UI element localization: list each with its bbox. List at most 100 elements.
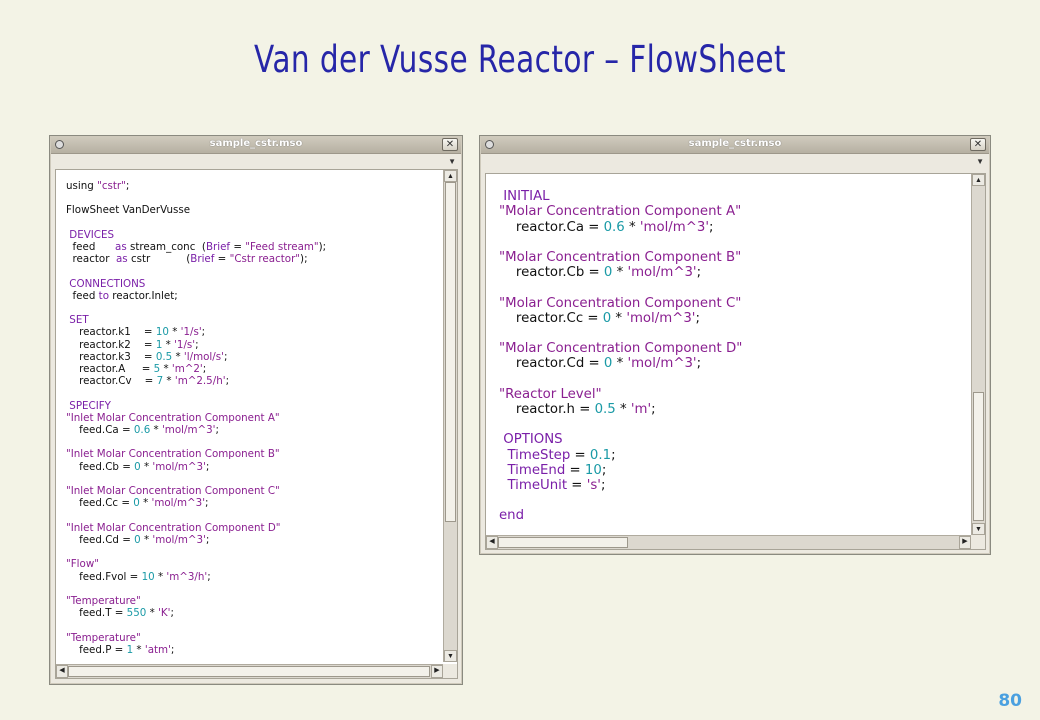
vertical-scrollbar[interactable]: ▲ ▼: [443, 170, 457, 662]
code-token: SPECIFY: [69, 399, 111, 412]
horizontal-scrollbar[interactable]: ◀ ▶: [486, 535, 971, 549]
code-token: 0.6: [133, 424, 151, 437]
arrow-down-icon[interactable]: ▼: [444, 650, 457, 662]
arrow-up-icon[interactable]: ▲: [972, 174, 985, 186]
code-token: *: [624, 219, 640, 235]
vertical-scrollbar[interactable]: ▲ ▼: [971, 174, 985, 535]
code-line: feed.Fvol = 10 * 'm^3/h';: [66, 571, 326, 583]
window-menu-icon[interactable]: [485, 140, 494, 149]
code-token: 'm^2': [171, 363, 203, 376]
code-line: "Inlet Molar Concentration Component C": [66, 485, 326, 497]
code-token: TimeUnit: [507, 478, 568, 494]
scrollbar-thumb[interactable]: [498, 537, 628, 548]
code-line: reactor.k3 = 0.5 * 'l/mol/s';: [66, 351, 326, 363]
code-token: feed.T =: [66, 607, 127, 620]
code-token: reactor.k3 =: [66, 350, 156, 363]
arrow-down-icon[interactable]: ▼: [972, 523, 985, 535]
code-token: using: [66, 180, 98, 192]
editor-window-right: sample_cstr.mso ✕ ▼ INITIAL"Molar Concen…: [479, 135, 991, 555]
code-token: reactor.Inlet;: [109, 289, 178, 302]
code-line: OPTIONS: [499, 432, 742, 447]
close-icon[interactable]: ✕: [442, 138, 458, 151]
code-line: "Inlet Molar Concentration Component B": [66, 448, 326, 460]
code-token: ;: [708, 219, 714, 235]
code-line: [499, 493, 742, 508]
code-token: 's': [586, 478, 601, 494]
code-token: ;: [223, 350, 228, 363]
code-line: [66, 436, 326, 448]
code-token: );: [300, 253, 308, 266]
code-token: reactor.Cb =: [499, 265, 604, 281]
scrollbar-thumb[interactable]: [445, 182, 456, 522]
code-line: [499, 372, 742, 387]
code-token: as: [115, 241, 127, 254]
window-titlebar[interactable]: sample_cstr.mso ✕: [51, 137, 461, 154]
code-line: [66, 192, 326, 204]
code-token: 'mol/m^3': [152, 533, 206, 546]
code-text[interactable]: INITIAL"Molar Concentration Component A"…: [499, 174, 742, 524]
code-line: CONNECTIONS: [66, 278, 326, 290]
code-line: "Inlet Molar Concentration Component A": [66, 412, 326, 424]
window-menu-icon[interactable]: [55, 140, 64, 149]
code-token: 0.6: [603, 219, 625, 235]
slide-title: Van der Vusse Reactor – FlowSheet: [253, 38, 787, 81]
code-token: "Temperature": [66, 631, 141, 644]
code-editor[interactable]: using "cstr"; FlowSheet VanDerVusse DEVI…: [55, 169, 458, 679]
code-line: "Temperature": [66, 632, 326, 644]
arrow-right-icon[interactable]: ▶: [431, 665, 443, 678]
code-token: 1: [155, 338, 163, 351]
scrollbar-thumb[interactable]: [68, 666, 430, 677]
code-token: "Inlet Molar Concentration Component B": [66, 448, 280, 461]
code-token: TimeStep: [507, 447, 571, 463]
code-token: reactor.Cv =: [66, 375, 157, 388]
code-token: reactor: [66, 253, 116, 266]
code-editor[interactable]: INITIAL"Molar Concentration Component A"…: [485, 173, 986, 550]
code-token: "Cstr reactor": [229, 253, 301, 266]
code-line: DEVICES: [66, 229, 326, 241]
code-token: );: [318, 241, 327, 254]
code-token: =: [214, 253, 230, 266]
code-token: DEVICES: [69, 228, 115, 241]
code-token: ;: [170, 643, 175, 656]
code-token: 'mol/m^3': [627, 356, 697, 372]
code-token: stream_conc (: [126, 241, 206, 254]
code-line: reactor.Ca = 0.6 * 'mol/m^3';: [499, 220, 742, 235]
chevron-down-icon[interactable]: ▼: [448, 157, 456, 166]
code-token: ;: [225, 375, 230, 388]
code-token: 'K': [158, 607, 171, 620]
code-token: *: [140, 533, 153, 546]
code-token: 0: [134, 533, 141, 546]
arrow-right-icon[interactable]: ▶: [959, 536, 971, 549]
code-token: 'mol/m^3': [639, 219, 709, 235]
code-line: "Molar Concentration Component C": [499, 296, 742, 311]
close-icon[interactable]: ✕: [970, 138, 986, 151]
code-token: to: [98, 289, 109, 302]
page-number: 80: [998, 691, 1022, 711]
code-token: "cstr": [97, 180, 126, 192]
window-title: sample_cstr.mso: [688, 138, 782, 149]
code-line: "Inlet Molar Concentration Component D": [66, 522, 326, 534]
code-token: =: [230, 241, 246, 254]
code-token: *: [612, 265, 628, 281]
horizontal-scrollbar[interactable]: ◀ ▶: [56, 664, 443, 678]
scrollbar-thumb[interactable]: [973, 392, 984, 521]
code-token: *: [162, 338, 175, 351]
arrow-left-icon[interactable]: ◀: [56, 665, 68, 678]
code-token: 'mol/m^3': [627, 265, 697, 281]
code-token: ;: [195, 338, 199, 351]
code-token: ;: [207, 570, 211, 583]
arrow-left-icon[interactable]: ◀: [486, 536, 498, 549]
code-token: end: [499, 508, 525, 524]
arrow-up-icon[interactable]: ▲: [444, 170, 457, 182]
window-titlebar[interactable]: sample_cstr.mso ✕: [481, 137, 989, 154]
code-token: reactor.k2 =: [66, 338, 156, 351]
code-text[interactable]: using "cstr"; FlowSheet VanDerVusse DEVI…: [66, 180, 326, 656]
code-line: [66, 387, 326, 399]
code-line: feed.T = 550 * 'K';: [66, 607, 326, 619]
code-token: 'mol/m^3': [152, 460, 206, 473]
code-token: 550: [126, 607, 147, 620]
chevron-down-icon[interactable]: ▼: [976, 157, 984, 166]
code-line: [66, 546, 326, 558]
code-token: =: [567, 478, 587, 494]
code-token: '1/s': [174, 338, 196, 351]
